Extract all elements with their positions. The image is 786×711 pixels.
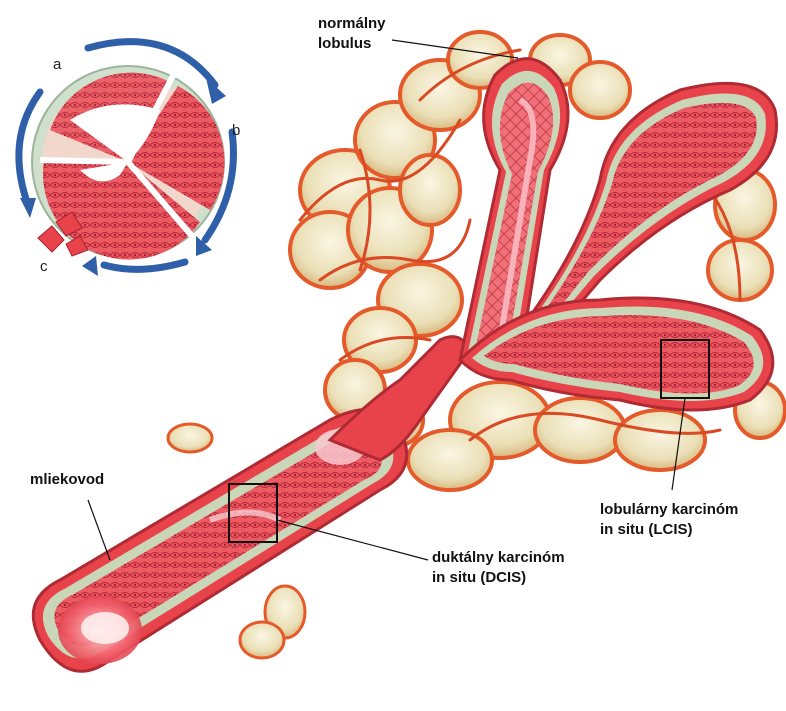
- label-dcis-line1: duktálny karcinóm: [432, 548, 565, 568]
- label-dcis: duktálny karcinóm in situ (DCIS): [432, 548, 565, 588]
- label-normal-lobule-line2: lobulus: [318, 34, 386, 54]
- label-lcis: lobulárny karcinóm in situ (LCIS): [600, 500, 738, 540]
- inset-label-b: b: [232, 122, 240, 139]
- label-normal-lobule: normálny lobulus: [318, 14, 386, 54]
- label-normal-lobule-line1: normálny: [318, 14, 386, 34]
- label-dcis-line2: in situ (DCIS): [432, 568, 565, 588]
- progression-inset: [32, 66, 224, 260]
- inset-label-a: a: [53, 56, 61, 73]
- leader-milk-duct: [88, 500, 110, 560]
- label-lcis-line2: in situ (LCIS): [600, 520, 738, 540]
- inset-label-c: c: [40, 258, 48, 275]
- label-milk-duct: mliekovod: [30, 470, 104, 490]
- label-lcis-line1: lobulárny karcinóm: [600, 500, 738, 520]
